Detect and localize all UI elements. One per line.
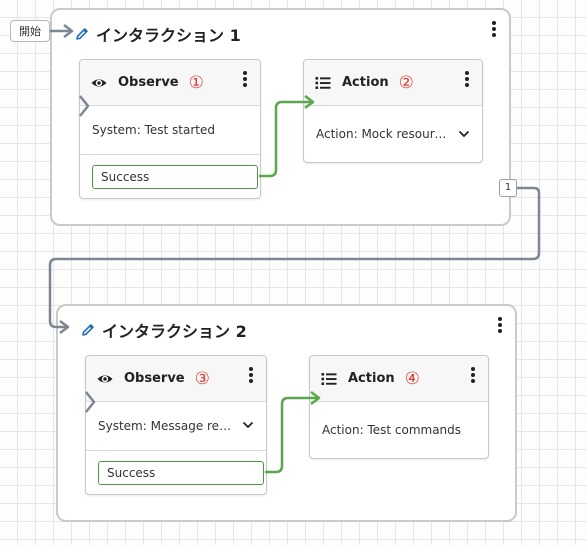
pencil-icon[interactable] bbox=[74, 26, 90, 42]
step-number: ④ bbox=[404, 368, 420, 389]
action-body[interactable]: Action: Mock resource ... bbox=[304, 106, 482, 162]
observe-body[interactable]: System: Test started bbox=[80, 106, 260, 154]
step-number: ③ bbox=[194, 368, 210, 389]
observe-condition: System: Message recei... bbox=[98, 419, 236, 433]
step-number: ② bbox=[398, 72, 414, 93]
action-title: Action bbox=[342, 75, 389, 90]
action-description: Action: Test commands bbox=[322, 423, 462, 437]
chevron-down-icon[interactable] bbox=[458, 129, 470, 139]
action-card-4[interactable]: Action ④ Action: Test commands bbox=[309, 355, 489, 459]
inlet-arrow-icon bbox=[79, 95, 90, 117]
card-menu-icon[interactable] bbox=[468, 365, 478, 385]
interaction-group-2[interactable]: インタラクション 2 Observe ③ System: Message rec… bbox=[56, 304, 517, 522]
branch-count-badge[interactable]: 1 bbox=[499, 179, 517, 197]
card-menu-icon[interactable] bbox=[240, 69, 250, 89]
action-card-header: Action ④ bbox=[310, 356, 488, 402]
success-outlet[interactable]: Success bbox=[92, 165, 258, 189]
interaction-group-1[interactable]: インタラクション 1 Observe ① System: Test starte… bbox=[50, 8, 511, 226]
observe-condition: System: Test started bbox=[92, 123, 215, 137]
group-title-text: インタラクション 2 bbox=[102, 322, 247, 341]
action-card-header: Action ② bbox=[304, 60, 482, 106]
eye-icon bbox=[97, 374, 113, 383]
action-title: Action bbox=[348, 371, 395, 386]
observe-card-1[interactable]: Observe ① System: Test started Success bbox=[79, 59, 261, 199]
pencil-icon[interactable] bbox=[80, 322, 96, 338]
card-menu-icon[interactable] bbox=[462, 69, 472, 89]
group-title-1[interactable]: インタラクション 1 bbox=[74, 22, 241, 46]
group-menu-icon[interactable] bbox=[489, 19, 499, 39]
group-menu-icon[interactable] bbox=[495, 315, 505, 335]
observe-card-header: Observe ① bbox=[80, 60, 260, 106]
success-outlet[interactable]: Success bbox=[98, 461, 264, 485]
observe-footer: Success bbox=[86, 450, 266, 493]
observe-card-3[interactable]: Observe ③ System: Message recei... Succe… bbox=[85, 355, 267, 495]
eye-icon bbox=[91, 78, 107, 87]
observe-card-header: Observe ③ bbox=[86, 356, 266, 402]
start-tag[interactable]: 開始 bbox=[10, 20, 50, 42]
inlet-arrow-icon bbox=[85, 391, 96, 413]
list-icon bbox=[321, 372, 337, 385]
group-title-2[interactable]: インタラクション 2 bbox=[80, 318, 247, 342]
group-title-text: インタラクション 1 bbox=[96, 26, 241, 45]
step-number: ① bbox=[188, 72, 204, 93]
observe-footer: Success bbox=[80, 154, 260, 197]
action-body[interactable]: Action: Test commands bbox=[310, 402, 488, 458]
list-icon bbox=[315, 76, 331, 89]
observe-title: Observe bbox=[124, 371, 185, 386]
action-description: Action: Mock resource ... bbox=[316, 127, 452, 141]
observe-body[interactable]: System: Message recei... bbox=[86, 402, 266, 450]
action-card-2[interactable]: Action ② Action: Mock resource ... bbox=[303, 59, 483, 163]
observe-title: Observe bbox=[118, 75, 179, 90]
chevron-down-icon[interactable] bbox=[242, 420, 254, 430]
card-menu-icon[interactable] bbox=[246, 365, 256, 385]
